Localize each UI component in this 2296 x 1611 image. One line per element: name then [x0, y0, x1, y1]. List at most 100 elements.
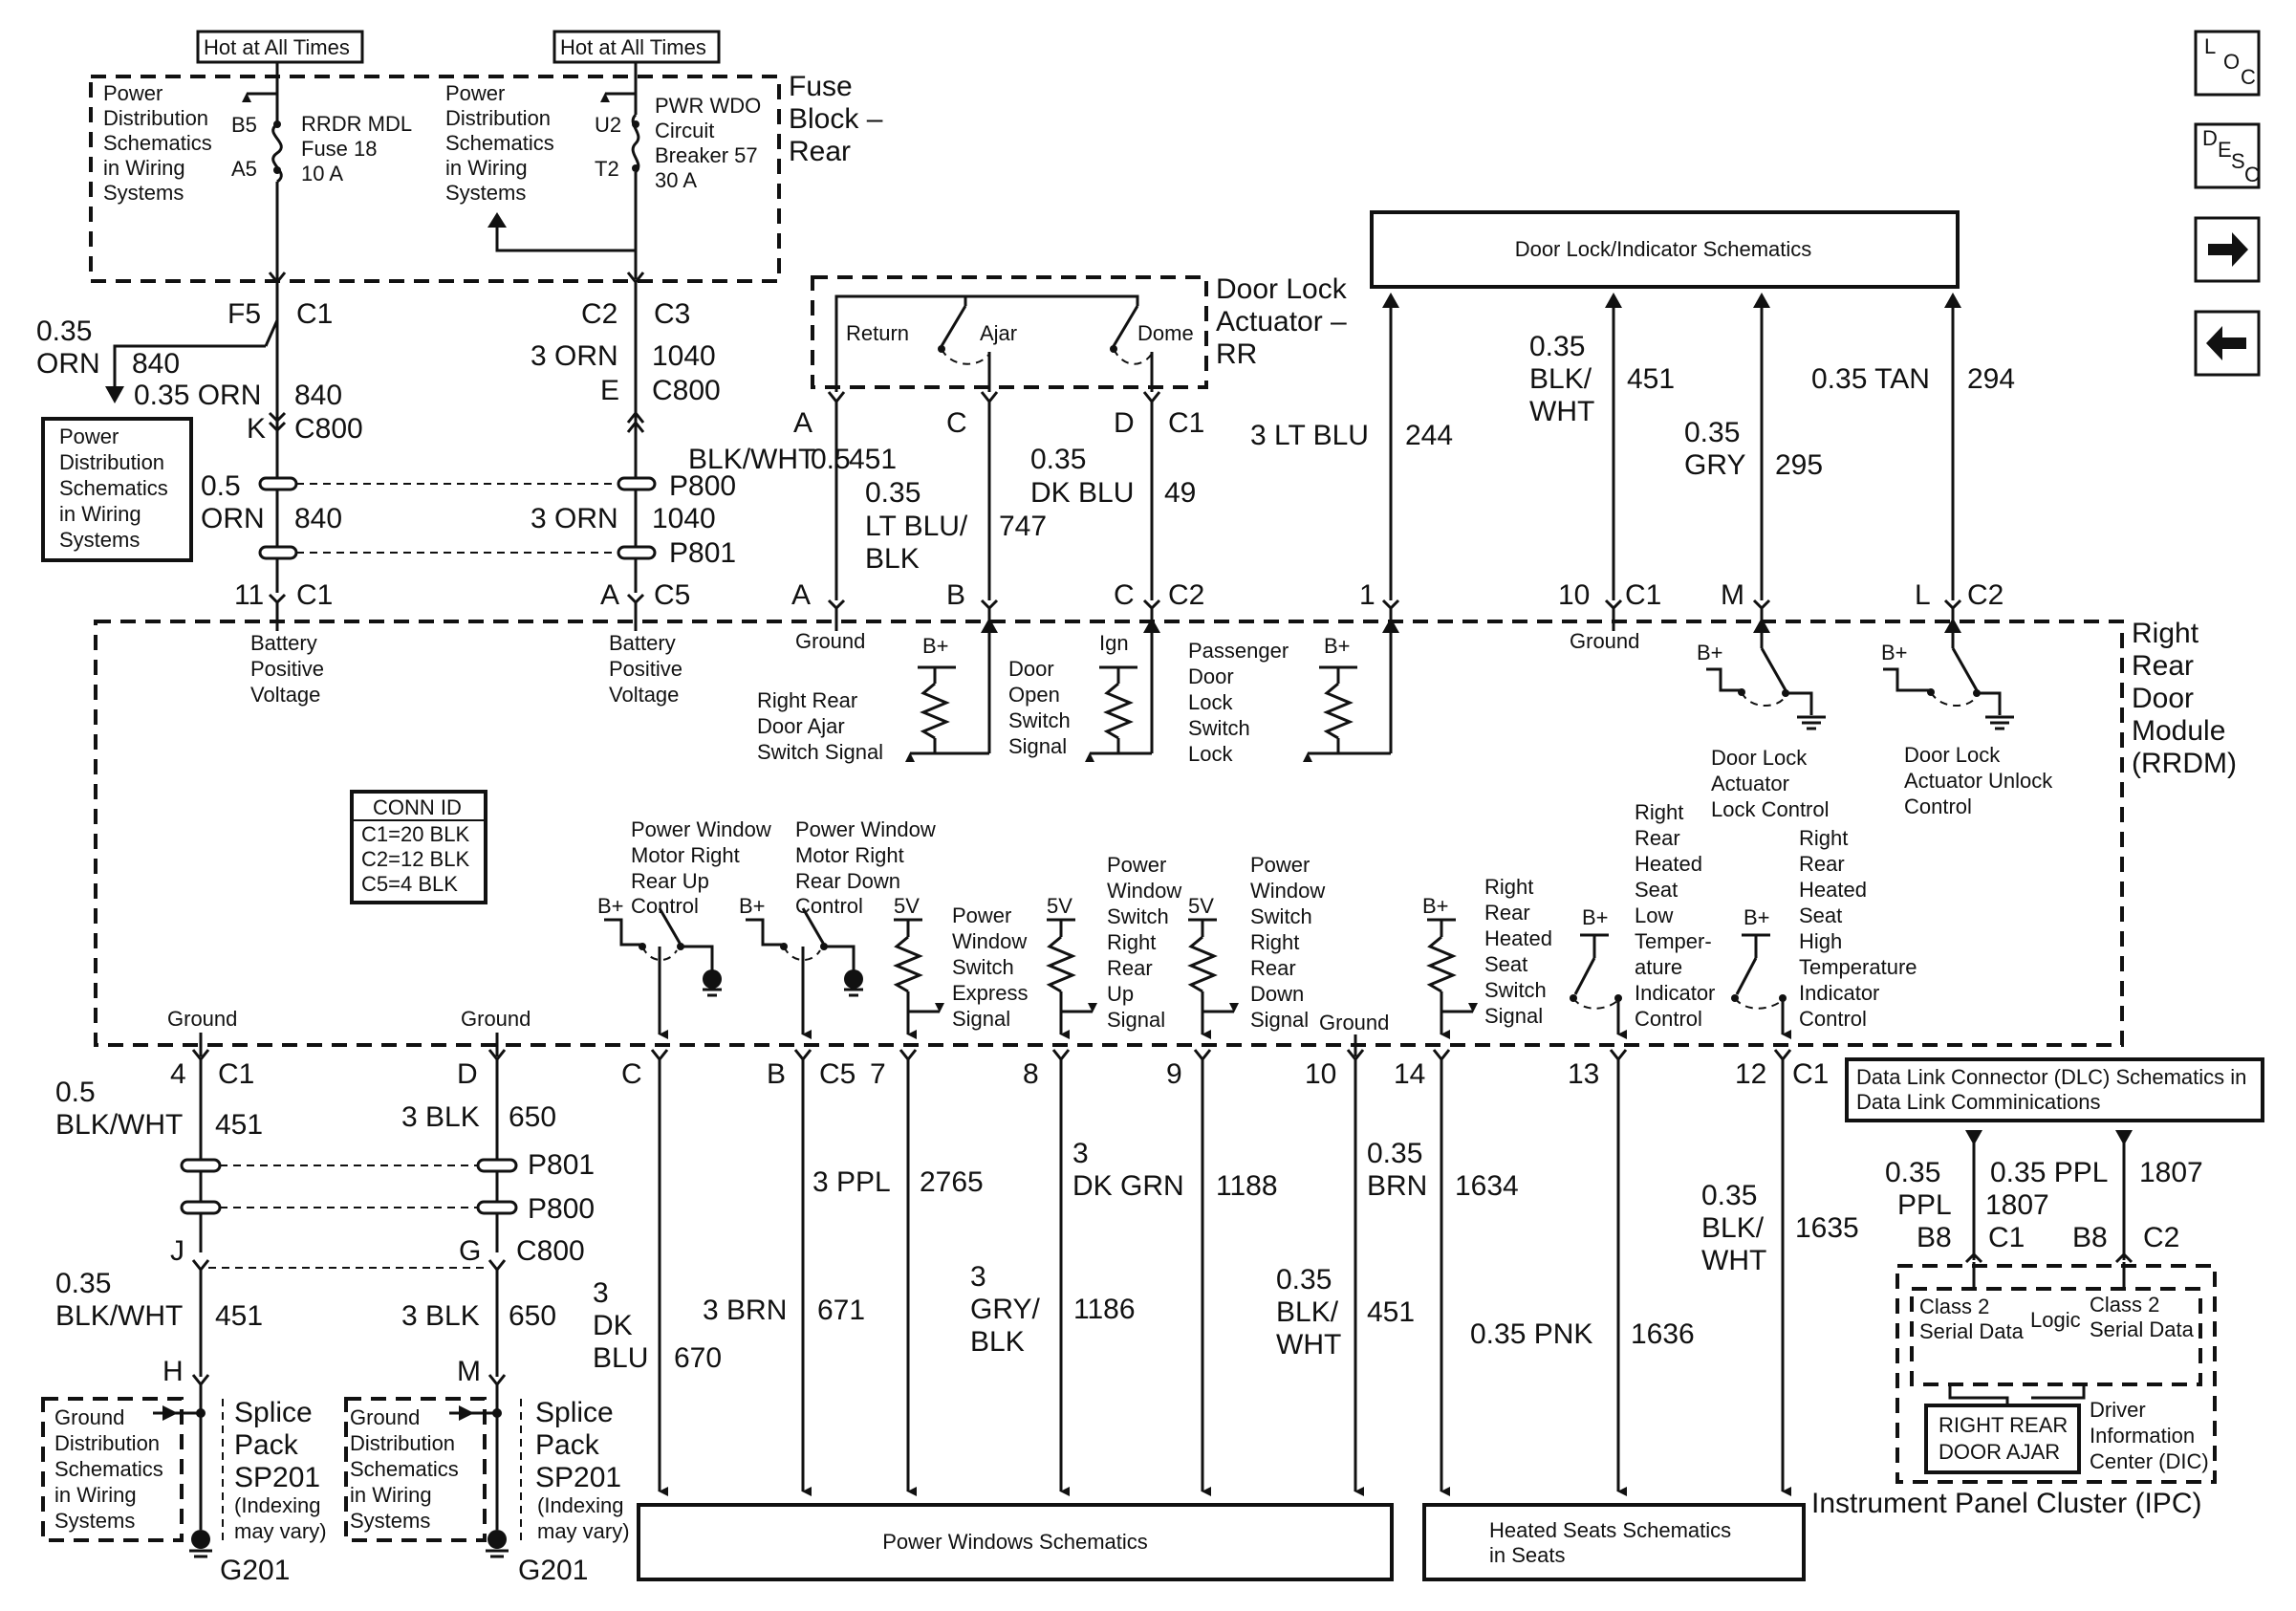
svg-text:1040: 1040: [652, 503, 716, 534]
svg-text:3 LT BLU: 3 LT BLU: [1250, 420, 1369, 451]
svg-text:DK BLU: DK BLU: [1030, 477, 1134, 509]
svg-text:A: A: [600, 579, 619, 611]
express-signal-label: Power Window Switch Express Signal: [952, 903, 1028, 1031]
svg-text:Right: Right: [1799, 826, 1848, 850]
svg-text:0.35 PPL: 0.35 PPL: [1990, 1157, 2108, 1188]
svg-text:8: 8: [1023, 1058, 1039, 1090]
svg-text:Power: Power: [59, 425, 119, 448]
svg-text:C2: C2: [1967, 579, 2004, 611]
svg-text:RRDR MDL: RRDR MDL: [301, 112, 412, 136]
svg-text:5V: 5V: [1047, 894, 1072, 918]
svg-text:SP201: SP201: [535, 1462, 621, 1493]
svg-text:0.35: 0.35: [1529, 331, 1585, 362]
svg-text:671: 671: [817, 1295, 865, 1326]
svg-text:Breaker 57: Breaker 57: [655, 143, 758, 167]
switch-up-label: Power Window Switch Right Rear Up Signal: [1107, 853, 1181, 1032]
svg-text:RR: RR: [1216, 338, 1257, 370]
power-windows-schematics-box[interactable]: [637, 1503, 1394, 1581]
svg-text:BLK/WHT: BLK/WHT: [688, 444, 815, 475]
svg-text:Systems: Systems: [350, 1509, 430, 1533]
svg-text:Temperature: Temperature: [1799, 955, 1917, 979]
svg-text:Ign: Ign: [1099, 631, 1129, 655]
svg-text:PWR WDO: PWR WDO: [655, 94, 761, 118]
svg-text:4: 4: [170, 1058, 186, 1090]
ground-label-4: Ground: [461, 1007, 531, 1031]
svg-text:Temper-: Temper-: [1635, 929, 1712, 953]
svg-text:Switch: Switch: [1107, 904, 1169, 928]
svg-text:3 ORN: 3 ORN: [531, 340, 618, 372]
svg-text:Rear Down: Rear Down: [795, 869, 900, 893]
ground-distribution-ref-2: Ground Distribution Schematics in Wiring…: [350, 1405, 459, 1533]
ipc-logic-outline: [1910, 1287, 2202, 1386]
svg-text:Power: Power: [445, 81, 505, 105]
svg-text:C1: C1: [1168, 407, 1204, 439]
svg-text:Right Rear: Right Rear: [757, 688, 857, 712]
svg-text:Systems: Systems: [59, 528, 140, 552]
svg-text:C800: C800: [294, 413, 363, 445]
svg-text:Module: Module: [2132, 715, 2225, 747]
svg-text:C3: C3: [654, 298, 690, 330]
svg-text:Return: Return: [846, 321, 909, 345]
power-distribution-ref-2: Power Distribution Schematics in Wiring …: [445, 81, 554, 205]
svg-text:Driver: Driver: [2090, 1398, 2146, 1422]
svg-text:Window: Window: [1250, 879, 1325, 903]
battery-voltage-labels: Battery Positive Voltage Battery Positiv…: [250, 631, 682, 707]
right-rear-door-ajar-signal-label: Right Rear Door Ajar Switch Signal: [757, 688, 883, 764]
power-window-up-relay: B+: [597, 894, 722, 1039]
heated-seat-switch-resistor: B+: [1422, 894, 1478, 1039]
svg-text:Signal: Signal: [952, 1007, 1010, 1031]
svg-text:B8: B8: [2072, 1222, 2108, 1253]
svg-text:Class 2: Class 2: [2090, 1293, 2159, 1317]
svg-text:PPL: PPL: [1897, 1189, 1952, 1221]
svg-text:0.35: 0.35: [55, 1268, 111, 1299]
svg-text:13: 13: [1568, 1058, 1599, 1090]
svg-text:Positive: Positive: [250, 657, 324, 681]
svg-text:C2: C2: [2143, 1222, 2179, 1253]
ipc-serial-data-wires: [1964, 1130, 2134, 1276]
svg-text:P801: P801: [669, 537, 736, 569]
svg-text:(RRDM): (RRDM): [2132, 748, 2237, 779]
power-distribution-ref-3: Power Distribution Schematics in Wiring …: [59, 425, 168, 552]
svg-text:Power Window: Power Window: [631, 817, 771, 841]
high-temp-indicator-switch: B+: [1731, 905, 1791, 1039]
svg-text:Voltage: Voltage: [609, 683, 679, 707]
svg-text:O: O: [2223, 50, 2240, 74]
dlc-schematics-box[interactable]: [1845, 1057, 2264, 1122]
svg-text:M: M: [457, 1356, 481, 1387]
description-nav-icon[interactable]: D E S C: [2194, 122, 2261, 189]
svg-text:in Wiring: in Wiring: [103, 156, 185, 180]
svg-text:B+: B+: [739, 894, 766, 918]
heated-seats-schematics-box[interactable]: [1422, 1503, 1806, 1581]
svg-text:DK: DK: [593, 1310, 633, 1341]
svg-text:Positive: Positive: [609, 657, 682, 681]
svg-text:Control: Control: [1904, 795, 1972, 818]
svg-text:Rear: Rear: [1799, 852, 1845, 876]
svg-text:Open: Open: [1008, 683, 1060, 707]
svg-text:Class 2: Class 2: [1919, 1295, 1989, 1318]
next-arrow-icon[interactable]: [2194, 216, 2261, 283]
svg-text:T2: T2: [595, 157, 619, 181]
passenger-lock-resistor-circuit: B+: [1303, 608, 1399, 762]
svg-text:ORN: ORN: [201, 503, 265, 534]
location-nav-icon[interactable]: L O C: [2194, 30, 2261, 97]
svg-text:1: 1: [1359, 579, 1375, 611]
svg-text:Actuator: Actuator: [1711, 772, 1789, 795]
svg-text:in Wiring: in Wiring: [59, 502, 141, 526]
svg-text:0.5: 0.5: [201, 470, 241, 502]
svg-text:650: 650: [509, 1300, 556, 1332]
svg-text:Door: Door: [2132, 683, 2194, 714]
svg-text:Center (DIC): Center (DIC): [2090, 1449, 2209, 1473]
svg-text:High: High: [1799, 929, 1842, 953]
svg-text:Power: Power: [1107, 853, 1166, 877]
svg-text:BLK/: BLK/: [1529, 363, 1592, 395]
svg-text:Up: Up: [1107, 982, 1134, 1006]
svg-text:0.35: 0.35: [1276, 1264, 1332, 1295]
svg-text:Circuit: Circuit: [655, 119, 714, 142]
door-lock-indicator-schematics-box[interactable]: [1370, 210, 1960, 289]
svg-text:Switch: Switch: [1188, 716, 1250, 740]
circuit-1040: [617, 272, 657, 617]
svg-text:in Wiring: in Wiring: [54, 1483, 137, 1507]
svg-text:Block –: Block –: [789, 103, 883, 135]
svg-text:1635: 1635: [1795, 1212, 1859, 1244]
previous-arrow-icon[interactable]: [2194, 310, 2261, 377]
